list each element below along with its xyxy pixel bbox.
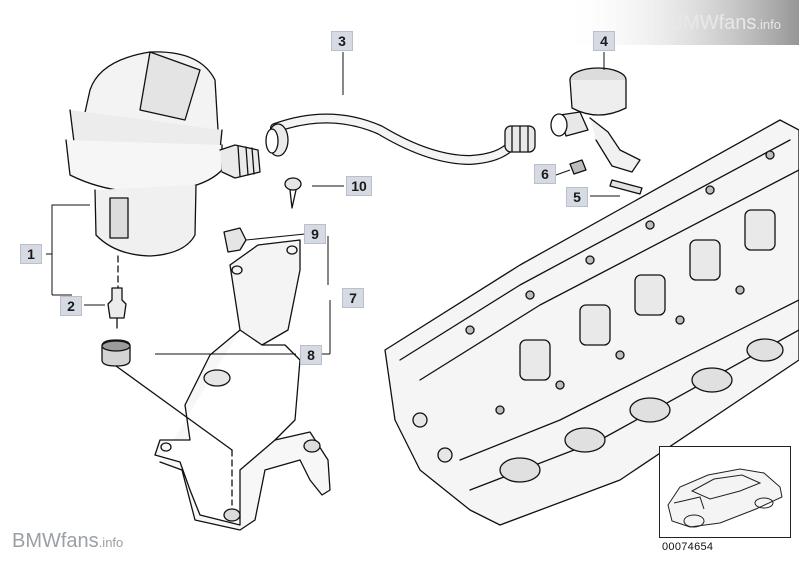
check-valve (550, 67, 643, 195)
callout-4: 4 (593, 31, 615, 51)
watermark-suffix: .info (756, 17, 781, 32)
callout-5: 5 (566, 187, 588, 207)
watermark-brand: BMWfans (12, 530, 99, 552)
air-pump (65, 51, 261, 291)
bracket (154, 239, 331, 531)
callout-9: 9 (304, 224, 326, 244)
screw (284, 177, 302, 209)
car-outline-icon (667, 468, 783, 528)
callout-8: 8 (300, 345, 322, 365)
callout-3: 3 (331, 31, 353, 51)
air-hose (265, 113, 536, 165)
rubber-mount (101, 339, 233, 451)
callout-2: 2 (60, 296, 82, 316)
cylinder-head (384, 119, 799, 526)
watermark-suffix: .info (98, 535, 124, 550)
watermark-top: BMWfans.info (670, 12, 781, 35)
leader-lines (46, 52, 620, 355)
vehicle-thumbnail (659, 446, 791, 538)
clip-nut (223, 227, 247, 253)
callout-10: 10 (346, 176, 372, 196)
callout-6: 6 (534, 164, 556, 184)
watermark-brand: BMWfans (669, 12, 757, 34)
clamp (569, 159, 587, 175)
callout-7: 7 (342, 288, 364, 308)
pump-isolator (107, 287, 127, 329)
callout-1: 1 (20, 244, 42, 264)
watermark-bottom: BMWfans.info (12, 530, 123, 553)
diagram-reference-number: 00074654 (662, 541, 714, 553)
